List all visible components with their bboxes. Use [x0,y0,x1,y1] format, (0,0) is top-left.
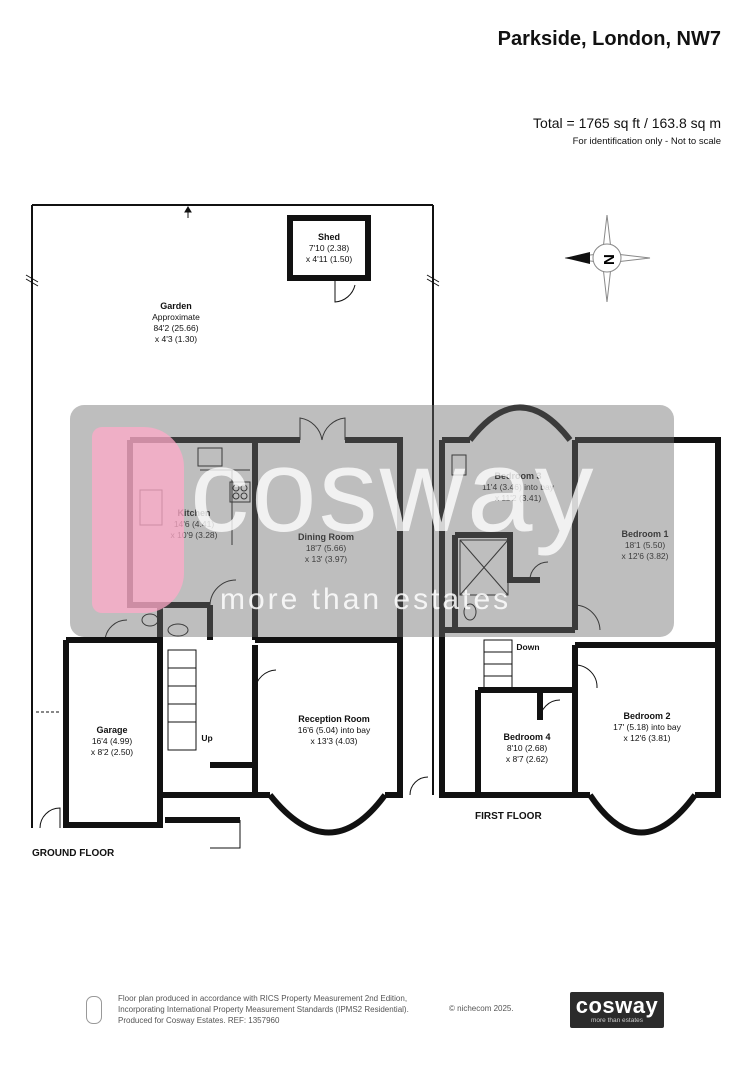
total-area: Total = 1765 sq ft / 163.8 sq m [533,115,721,131]
bedroom1-dim2: x 12'6 (3.82) [622,551,669,561]
kitchen-dim2: x 10'9 (3.28) [171,530,218,540]
reception-dim2: x 13'3 (4.03) [311,736,358,746]
ground-floor-label: GROUND FLOOR [32,848,115,859]
footer-line2: Incorporating International Property Mea… [118,1005,409,1014]
stairs-down-label: Down [516,642,539,652]
shed-name: Shed [318,232,340,242]
footer-text: Floor plan produced in accordance with R… [118,993,548,1026]
bedroom2-dim1: 17' (5.18) into bay [613,722,682,732]
first-floor-walls [439,437,721,798]
kitchen-dim1: 14'6 (4.41) [174,519,215,529]
garden-name: Garden [160,301,192,311]
garage-dim2: x 8'2 (2.50) [91,747,133,757]
bedroom3-dim2: x 11'2 (3.41) [495,493,542,503]
footer-line3: Produced for Cosway Estates. REF: 135796… [118,1016,280,1025]
bedroom4-dim2: x 8'7 (2.62) [506,754,548,764]
bedroom3-dim1: 11'4 (3.46) into bay [482,482,555,492]
garage-name: Garage [96,725,127,735]
kitchen-name: Kitchen [177,508,210,518]
copyright: © nichecom 2025. [449,1004,514,1013]
logo-tagline: more than estates [590,1017,644,1024]
bedroom2-name: Bedroom 2 [623,711,670,721]
shed-walls [287,215,371,303]
reception-name: Reception Room [298,714,370,724]
first-floor-fixtures [451,454,601,721]
bedroom4-dim1: 8'10 (2.68) [507,743,548,753]
logo-brand: cosway [575,993,659,1018]
bedroom1-dim1: 18'1 (5.50) [625,540,666,550]
compass-letter: N [601,254,618,265]
disclaimer: For identification only - Not to scale [572,136,721,147]
garage-dim1: 16'4 (4.99) [92,736,133,746]
reception-bay [267,793,388,836]
bedroom4-name: Bedroom 4 [503,732,550,742]
garden-dim2: 84'2 (25.66) [153,323,198,333]
reception-dim1: 16'6 (5.04) into bay [298,725,371,735]
garden-dim3: x 4'3 (1.30) [155,334,197,344]
bedroom3-bay [467,404,573,442]
watermark-mark [92,427,184,613]
stairs-up-label: Up [201,733,212,743]
shed-dim1: 7'10 (2.38) [309,243,350,253]
bedroom2-dim2: x 12'6 (3.81) [624,733,671,743]
page-title: Parkside, London, NW7 [497,28,721,50]
ground-floor-walls [63,437,403,828]
bedroom3-name: Bedroom 3 [494,471,541,481]
garden-arrows [25,206,440,713]
bedroom1-name: Bedroom 1 [621,529,668,539]
dining-dim1: 18'7 (5.66) [306,543,347,553]
shed-dim2: x 4'11 (1.50) [306,254,353,264]
dining-name: Dining Room [298,532,354,542]
watermark: cosway more than estates [70,405,674,637]
watermark-brand: cosway [190,425,596,557]
info-icon [86,996,102,1024]
footer-line1: Floor plan produced in accordance with R… [118,994,408,1003]
first-floor-label: FIRST FLOOR [475,811,542,822]
cosway-logo: cosway more than estates [570,992,664,1028]
watermark-tagline: more than estates [220,583,512,616]
garden-dim1: Approximate [152,312,200,322]
bedroom2-bay [587,793,698,836]
dining-dim2: x 13' (3.97) [305,554,347,564]
garden-boundary [31,204,434,828]
compass-icon: N [564,214,651,303]
